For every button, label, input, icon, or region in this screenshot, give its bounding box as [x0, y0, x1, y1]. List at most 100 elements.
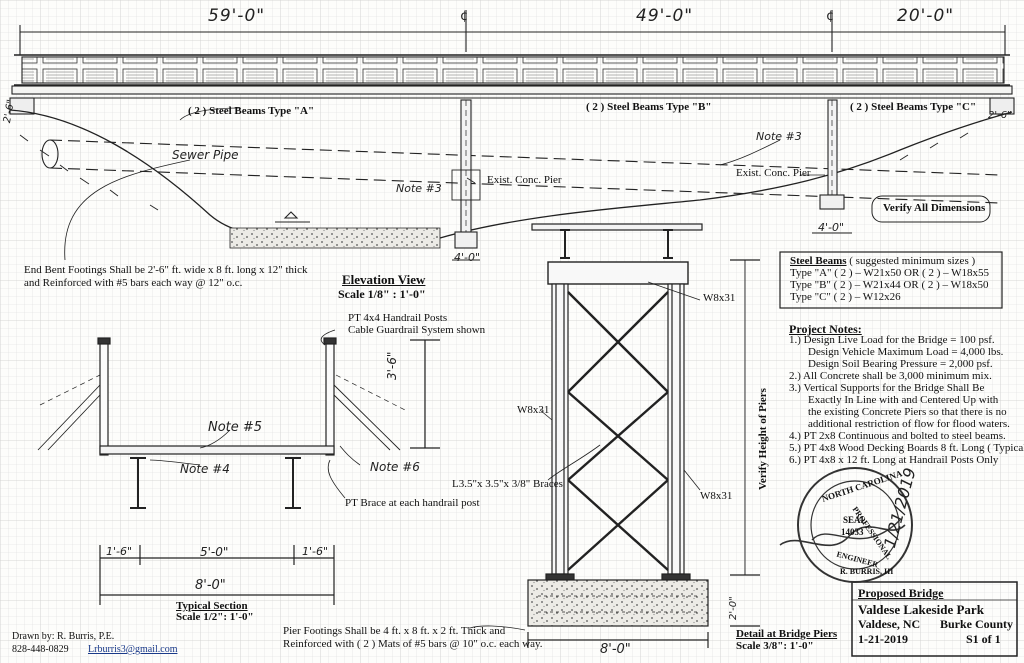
verify-box [871, 195, 991, 223]
project-note-line: 3.) Vertical Supports for the Bridge Sha… [789, 382, 985, 394]
cable-guardrail-note: Cable Guardrail System shown [348, 324, 486, 336]
svg-text:¢: ¢ [460, 9, 468, 24]
boxes [779, 195, 1018, 657]
label-note4: Note #4 [180, 462, 230, 476]
steel-beam-row-b: Type "B" ( 2 ) – W21x44 OR ( 2 ) – W18x5… [790, 279, 989, 291]
title-location: Valdese, NC [858, 617, 921, 631]
title-date: 1-21-2019 [858, 632, 908, 646]
label-note6: Note #6 [370, 460, 420, 474]
project-note-line: 1.) Design Live Load for the Bridge = 10… [789, 334, 995, 346]
dim-section-middle: 5'-0" [200, 545, 229, 559]
pier-2-footing [819, 194, 845, 210]
section-deck [99, 445, 335, 455]
seal-word: SEAL [843, 515, 867, 525]
pier-1-footing [454, 231, 478, 249]
pier-column-right [667, 283, 685, 575]
dim-span-1: 59'-0" [208, 6, 266, 26]
bridge-deck [11, 85, 1013, 95]
dim-span-3: 20'-0" [897, 6, 955, 26]
dim-pier-footing-width: 8'-0" [600, 642, 631, 657]
label-beams-c: ( 2 ) Steel Beams Type "C" [850, 101, 977, 113]
pier-column-left [551, 283, 569, 575]
project-note-line: 5.) PT 4x8 Wood Decking Boards 8 ft. Lon… [789, 442, 1024, 454]
typical-section-scale: Scale 1/2": 1'-0" [176, 611, 254, 623]
dim-section-left: 1'-6" [106, 545, 133, 558]
label-w-left: W8x31 [517, 404, 550, 416]
verify-dimensions-label: Verify All Dimensions [883, 202, 986, 214]
elevation-view: ¢ ¢ [9, 9, 1015, 261]
pier-braces [567, 291, 669, 571]
project-note-line: Design Vehicle Maximum Load = 4,000 lbs. [808, 346, 1004, 358]
handrail-post-left [99, 339, 109, 456]
project-notes-title: Project Notes: [789, 322, 862, 336]
brace-right [333, 384, 401, 451]
pier-detail-title: Detail at Bridge Piers [736, 628, 838, 640]
label-note3-left: Note #3 [396, 182, 442, 195]
pier-detail-scale: Scale 3/8": 1'-0" [736, 640, 814, 652]
pier-detail [469, 223, 760, 648]
label-verify-height: Verify Height of Piers [757, 388, 769, 490]
label-w-right: W8x31 [700, 490, 733, 502]
brace-note: PT Brace at each handrail post [345, 497, 480, 509]
label-exist-pier-2: Exist. Conc. Pier [736, 167, 811, 179]
label-exist-pier-1: Exist. Conc. Pier [487, 174, 562, 186]
bridge-railing [21, 56, 1005, 84]
seal-name: R. BURRIS, III [840, 567, 894, 576]
brace-left [37, 384, 101, 451]
title-block [851, 581, 1018, 657]
project-note-line: 4.) PT 2x8 Continuous and bolted to stee… [789, 430, 1006, 442]
steel-beam-row-c: Type "C" ( 2 ) – W12x26 [790, 291, 901, 303]
pier-top-plate [531, 223, 703, 231]
section-beam-left [130, 457, 146, 509]
label-w-top: W8x31 [703, 292, 736, 304]
pier-footing-note-line2: Reinforced with ( 2 ) Mats of #5 bars @ … [283, 638, 543, 650]
typical-section-title: Typical Section [176, 600, 248, 612]
steel-beam-row-a: Type "A" ( 2 ) – W21x50 OR ( 2 ) – W18x5… [790, 267, 990, 279]
seal-number: 14033 [841, 527, 864, 537]
drawn-by-phone: 828-448-0829 [12, 644, 69, 655]
end-bent-right [989, 97, 1015, 115]
typical-section [37, 329, 440, 605]
end-bent-note-line1: End Bent Footings Shall be 2'-6" ft. wid… [24, 264, 308, 276]
steel-beams-heading: Steel Beams ( suggested minimum sizes ) [790, 255, 975, 267]
pe-seal [779, 467, 913, 583]
steel-beams-box [779, 251, 1003, 309]
dim-section-total: 8'-0" [195, 578, 226, 593]
steel-beams-title: Steel Beams [790, 255, 847, 267]
creek-bed [229, 227, 441, 249]
title-sheet: S1 of 1 [966, 632, 1001, 646]
project-note-line: Design Soil Bearing Pressure = 2,000 psf… [808, 358, 993, 370]
elevation-view-title: Elevation View [342, 272, 426, 287]
svg-text:¢: ¢ [826, 9, 834, 24]
title-project: Valdese Lakeside Park [858, 602, 984, 617]
pier-cap-beam [547, 261, 689, 285]
dim-pier-footing-depth: 2'-0" [728, 596, 739, 620]
project-note-line: the existing Concrete Piers so that ther… [808, 406, 1007, 418]
handrail-post-right [325, 339, 335, 456]
project-note-line: 6.) PT 4x8 x 12 ft. Long at Handrail Pos… [789, 454, 999, 466]
pier-footing-note-line1: Pier Footings Shall be 4 ft. x 8 ft. x 2… [283, 625, 506, 637]
label-beams-b: ( 2 ) Steel Beams Type "B" [586, 101, 712, 113]
section-beam-right [285, 457, 301, 509]
project-note-line: additional restriction of flow for flood… [808, 418, 1010, 430]
label-beams-a: ( 2 ) Steel Beams Type "A" [188, 105, 315, 117]
steel-beams-subtitle: ( suggested minimum sizes ) [849, 255, 976, 267]
dim-section-right: 1'-6" [302, 545, 329, 558]
project-note-line: 2.) All Concrete shall be 3,000 minimum … [789, 370, 992, 382]
label-braces: L3.5"x 3.5"x 3/8" Braces [452, 478, 563, 490]
drawn-by: Drawn by: R. Burris, P.E. [12, 631, 115, 642]
dim-end-bent-right: 2'-6" [988, 110, 1012, 121]
ground-profile [9, 109, 1013, 239]
drawn-by-email: Lrburris3@gmail.com [88, 644, 178, 655]
handrail-posts-note: PT 4x4 Handrail Posts [348, 312, 448, 324]
dim-pier1-footing: 4'-0" [454, 251, 481, 264]
label-note3-right: Note #3 [756, 130, 802, 143]
label-note5: Note #5 [208, 420, 263, 435]
dim-span-2: 49'-0" [636, 6, 694, 26]
dim-pier2-footing: 4'-0" [818, 221, 845, 234]
end-bent-note-line2: and Reinforced with #5 bars each way @ 1… [24, 277, 243, 289]
pier-footing [527, 579, 709, 627]
